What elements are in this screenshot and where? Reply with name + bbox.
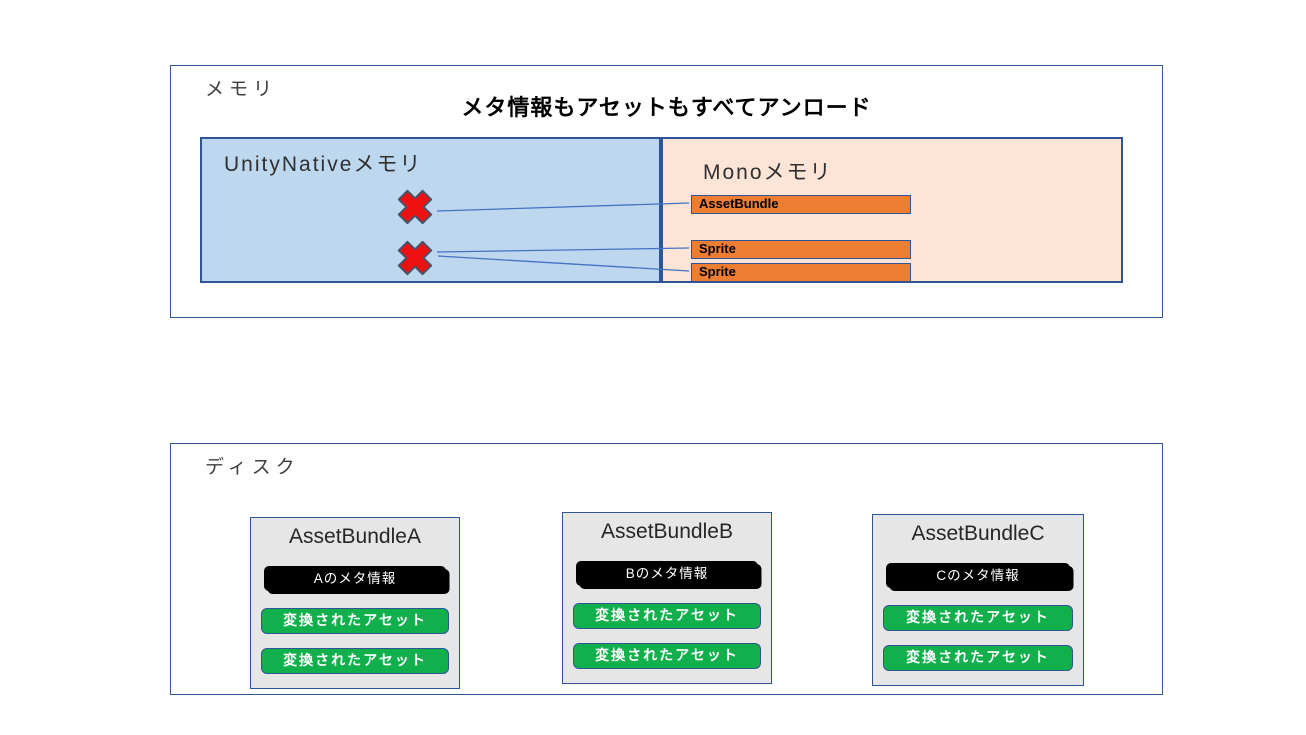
unload-x-icon [397,189,433,225]
converted-asset-bar: 変換されたアセット [261,608,449,634]
meta-info-bar: Aのメタ情報 [264,566,446,591]
assetbundle-a-card: AssetBundleA Aのメタ情報 変換されたアセット 変換されたアセット [250,517,460,689]
converted-asset-bar: 変換されたアセット [883,645,1073,671]
memory-title: メタ情報もアセットもすべてアンロード [461,95,872,120]
converted-asset-bar: 変換されたアセット [883,605,1073,631]
unity-native-memory-label: UnityNativeメモリ [224,153,423,176]
assetbundle-c-card: AssetBundleC Cのメタ情報 変換されたアセット 変換されたアセット [872,514,1084,686]
converted-asset-bar: 変換されたアセット [573,643,761,669]
meta-info-bar: Bのメタ情報 [576,561,758,586]
assetbundle-a-title: AssetBundleA [289,525,421,548]
assetbundle-c-title: AssetBundleC [911,522,1045,545]
assetbundle-reference-bar: AssetBundle [691,195,911,214]
converted-asset-bar: 変換されたアセット [261,648,449,674]
mono-memory-label: Monoメモリ [703,161,833,184]
meta-info-bar: Cのメタ情報 [886,563,1070,588]
assetbundle-b-card: AssetBundleB Bのメタ情報 変換されたアセット 変換されたアセット [562,512,772,684]
assetbundle-b-title: AssetBundleB [601,520,733,543]
memory-section-box: メモリ メタ情報もアセットもすべてアンロード UnityNativeメモリ Mo… [170,65,1163,318]
disk-section-box: ディスク AssetBundleA Aのメタ情報 変換されたアセット 変換された… [170,443,1163,695]
sprite-reference-bar: Sprite [691,263,911,282]
memory-section-label: メモリ [205,79,278,100]
disk-section-label: ディスク [205,457,300,478]
converted-asset-bar: 変換されたアセット [573,603,761,629]
mono-memory-box: Monoメモリ AssetBundle Sprite Sprite [661,137,1123,283]
sprite-reference-bar: Sprite [691,240,911,259]
unload-x-icon [397,240,433,276]
